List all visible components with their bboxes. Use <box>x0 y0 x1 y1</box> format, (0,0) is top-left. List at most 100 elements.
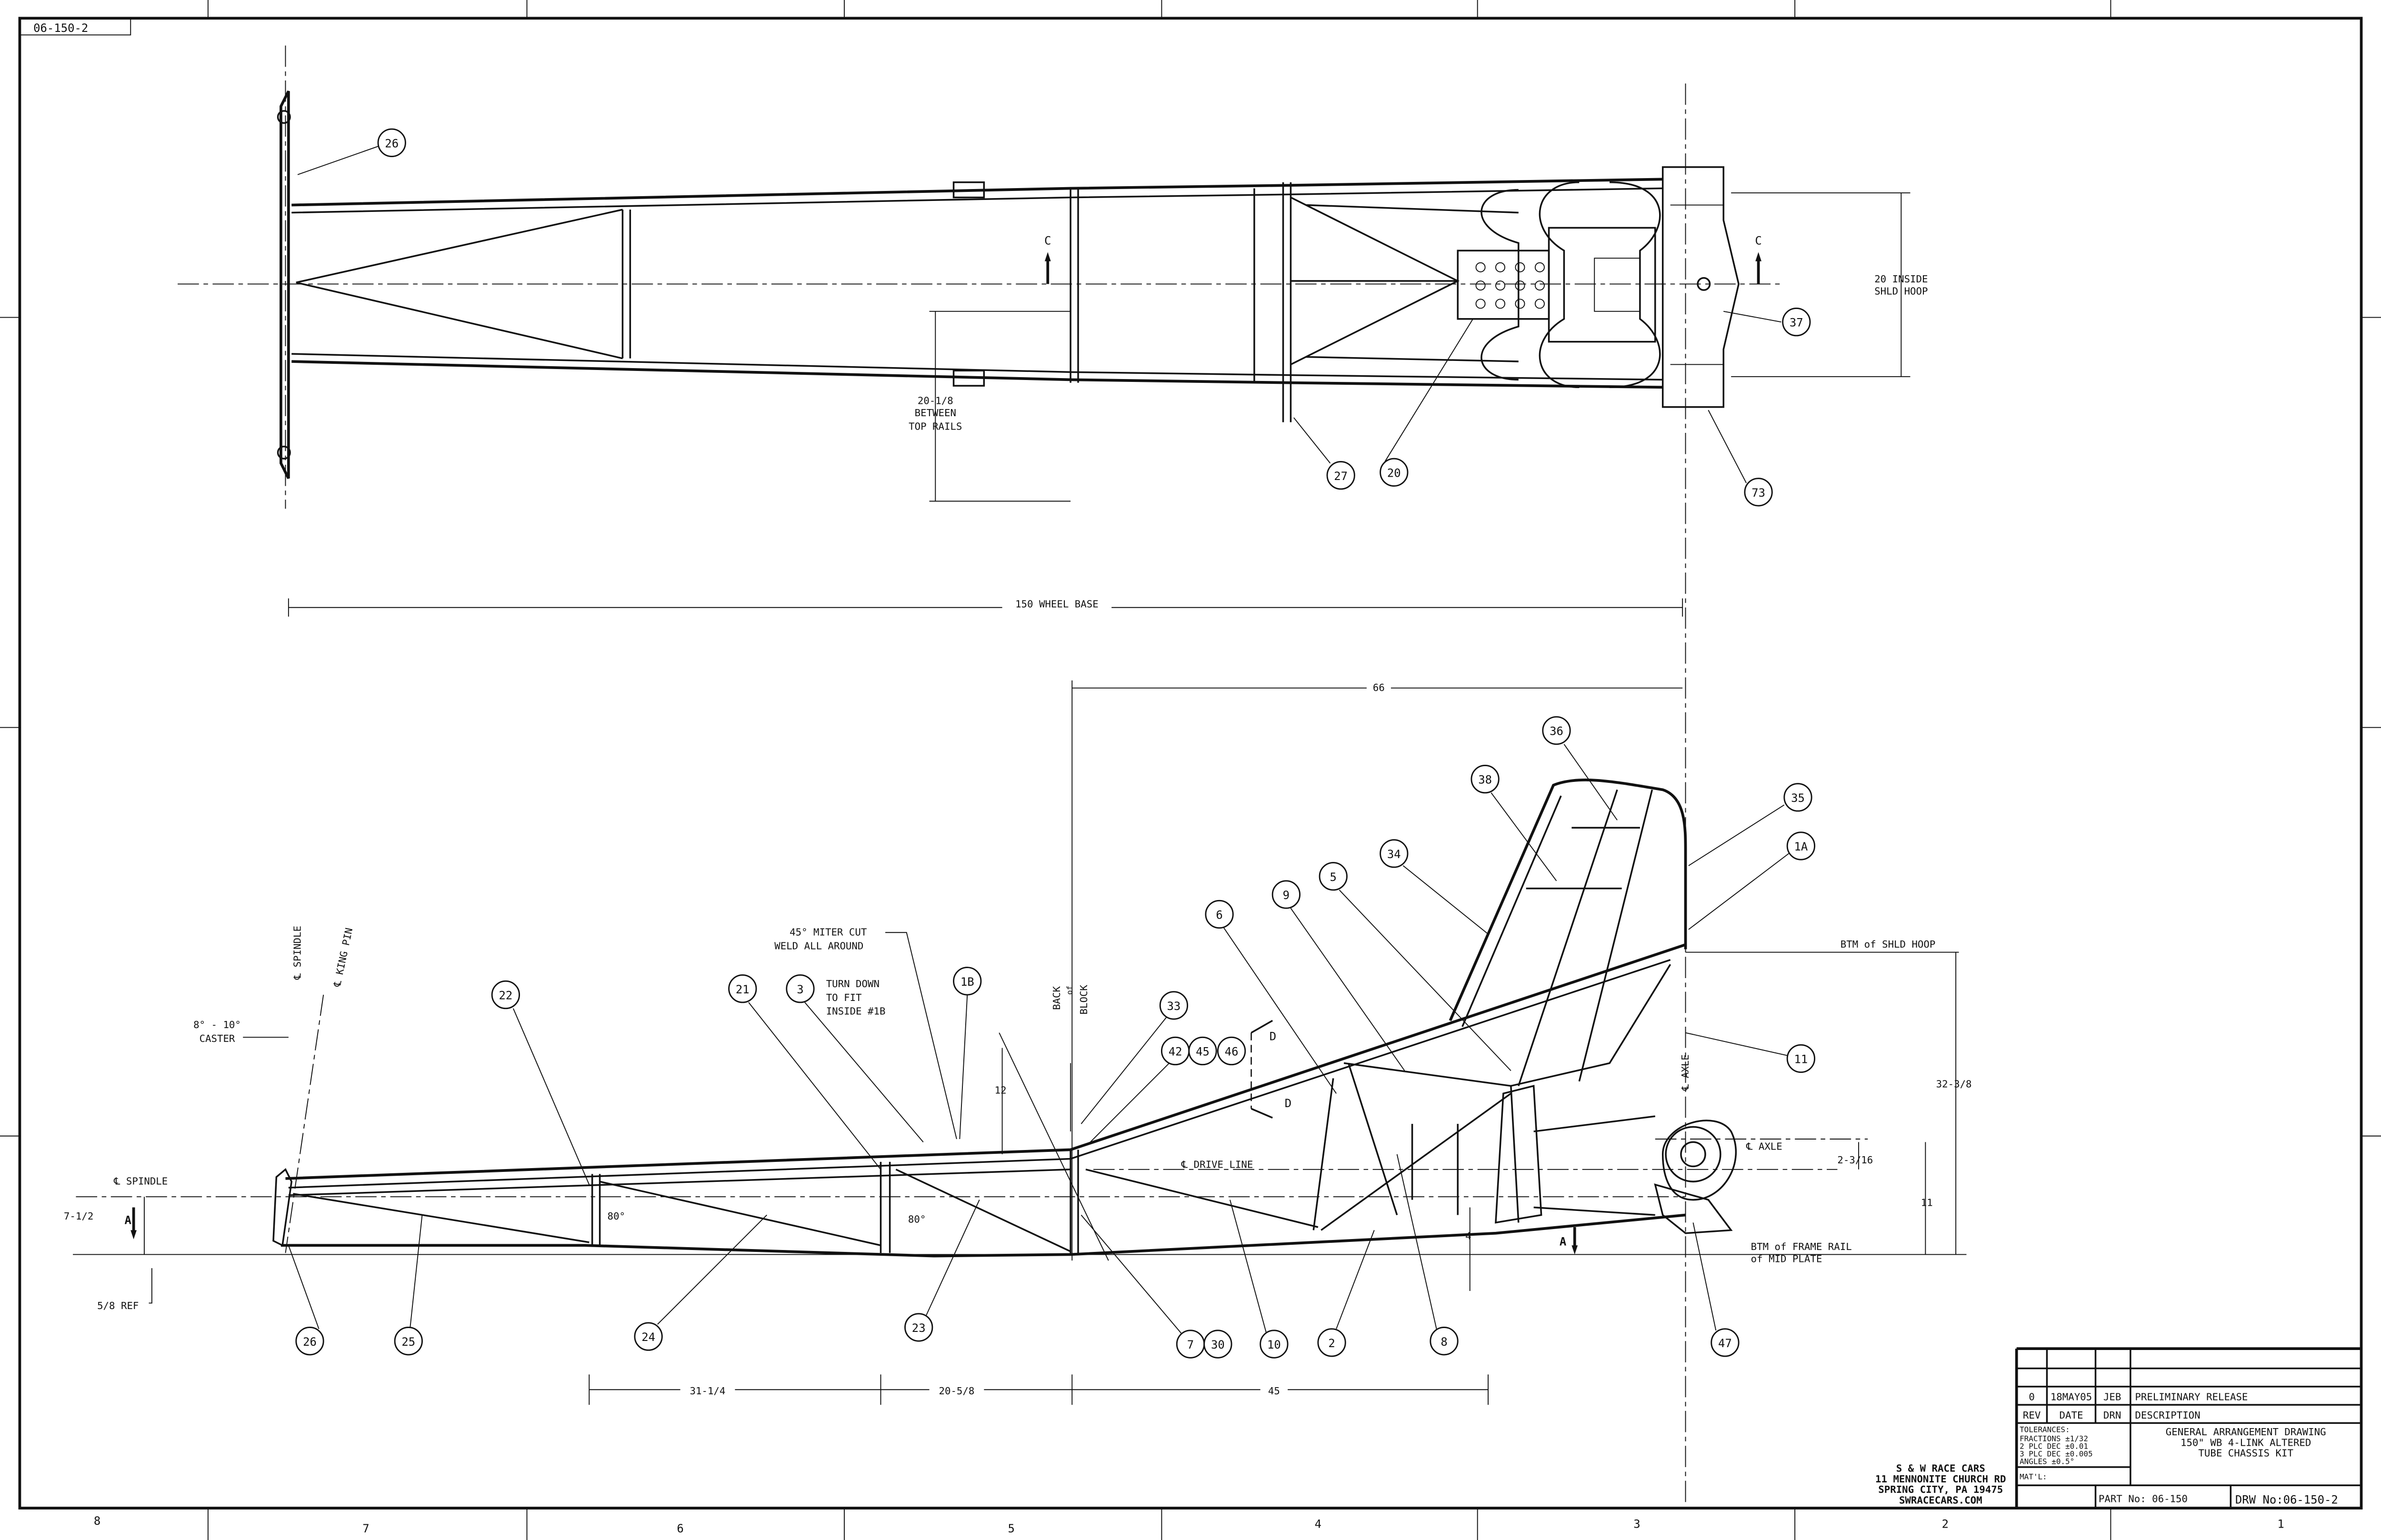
rev-header: REV <box>2023 1410 2041 1421</box>
tolerance-0: TOLERANCES: <box>2020 1425 2070 1434</box>
balloon-34: 34 <box>1380 839 1409 868</box>
dim-12: 12 <box>995 1084 1007 1096</box>
label-cl-axle-vertical: ℄ AXLE <box>1680 1054 1691 1091</box>
corner-drawing-label: 06-150-2 <box>33 21 88 35</box>
balloon-26-top: 26 <box>377 128 406 157</box>
svg-text:27: 27 <box>1334 470 1348 483</box>
company-name: S & W RACE CARS <box>1896 1462 1985 1474</box>
svg-text:8: 8 <box>1441 1335 1447 1349</box>
dim-top-rails-1: 20-1/8 <box>918 395 953 406</box>
balloon-8: 8 <box>1430 1327 1459 1356</box>
label-btm-frame-rail-2: of MID PLATE <box>1751 1253 1822 1264</box>
miter-note-1: 45° MITER CUT <box>790 927 867 938</box>
balloon-21: 21 <box>728 974 757 1003</box>
balloon-47: 47 <box>1711 1328 1740 1357</box>
balloon-6: 6 <box>1205 900 1234 929</box>
balloon-37: 37 <box>1782 308 1811 337</box>
section-d-top: D <box>1270 1030 1276 1043</box>
balloon-27: 27 <box>1326 461 1355 490</box>
balloon-5: 5 <box>1319 862 1348 891</box>
title-block: 0 18MAY05 JEB PRELIMINARY RELEASE REV DA… <box>2015 1347 2361 1509</box>
svg-text:33: 33 <box>1167 1000 1181 1013</box>
balloon-10: 10 <box>1260 1330 1289 1359</box>
svg-text:24: 24 <box>641 1330 655 1344</box>
svg-text:26: 26 <box>385 137 399 150</box>
date-header: DATE <box>2060 1410 2083 1421</box>
top-view-balloons: 26 37 73 27 20 <box>377 128 1811 507</box>
dim-31-1-4: 31-1/4 <box>690 1385 726 1397</box>
angle-80-right: 80° <box>908 1213 926 1225</box>
rev-value: 0 <box>2029 1391 2034 1403</box>
svg-text:10: 10 <box>1267 1338 1281 1351</box>
svg-text:38: 38 <box>1478 773 1492 787</box>
dim-4: 4 <box>1465 1230 1471 1242</box>
svg-text:34: 34 <box>1387 848 1401 861</box>
svg-text:22: 22 <box>499 989 512 1002</box>
svg-text:7: 7 <box>1187 1338 1194 1351</box>
svg-text:46: 46 <box>1225 1045 1239 1059</box>
balloon-23: 23 <box>904 1313 933 1342</box>
section-d-bottom: D <box>1285 1097 1291 1110</box>
dim-20-5-8: 20-5/8 <box>939 1385 975 1397</box>
zone-6: 6 <box>677 1522 683 1535</box>
back-of-block-2: of <box>1065 986 1074 995</box>
zone-4: 4 <box>1315 1517 1321 1530</box>
dim-wheel-base: 150 WHEEL BASE <box>1015 599 1099 610</box>
label-btm-frame-rail-1: BTM of FRAME RAIL <box>1751 1241 1852 1252</box>
company-info: S & W RACE CARS 11 MENNONITE CHURCH RD S… <box>1875 1462 2006 1506</box>
balloon-36: 36 <box>1542 716 1571 745</box>
angle-80-left: 80° <box>608 1210 625 1222</box>
label-cl-drive-line: ℄ DRIVE LINE <box>1181 1159 1253 1170</box>
zone-numbers: 8 7 6 5 4 3 2 1 <box>94 1514 2284 1535</box>
label-cl-axle: ℄ AXLE <box>1746 1140 1782 1152</box>
balloon-26-side: 26 <box>295 1327 324 1356</box>
caster-2: CASTER <box>200 1033 235 1044</box>
balloon-1b: 1B <box>953 967 982 996</box>
label-btm-shld-hoop: BTM of SHLD HOOP <box>1841 939 1936 950</box>
balloon-24: 24 <box>634 1322 663 1351</box>
tolerance-4: ANGLES ±0.5° <box>2020 1457 2074 1466</box>
caster-1: 8° - 10° <box>193 1019 241 1030</box>
balloon-7: 7 <box>1176 1330 1205 1359</box>
date-value: 18MAY05 <box>2051 1391 2092 1403</box>
label-cl-king-pin: ℄ KING PIN <box>331 927 355 988</box>
company-city: SPRING CITY, PA 19475 <box>1878 1484 2003 1495</box>
zone-2: 2 <box>1942 1517 1949 1530</box>
dim-11: 11 <box>1921 1197 1933 1208</box>
balloon-38: 38 <box>1471 764 1500 794</box>
side-view-balloons: 22 21 3 1B 33 42 45 46 6 9 5 34 38 36 35… <box>295 716 1816 1359</box>
miter-note-2: WELD ALL AROUND <box>774 940 863 951</box>
svg-text:2: 2 <box>1328 1337 1335 1350</box>
company-web: SWRACECARS.COM <box>1899 1494 1982 1506</box>
balloon-42: 42 <box>1160 1036 1190 1066</box>
svg-text:20: 20 <box>1387 466 1401 480</box>
dim-inside-hoop-2: SHLD HOOP <box>1874 286 1928 297</box>
svg-text:42: 42 <box>1169 1045 1182 1059</box>
zone-1: 1 <box>2277 1517 2284 1530</box>
title-line-1: GENERAL ARRANGEMENT DRAWING <box>2166 1426 2326 1438</box>
drn-header: DRN <box>2103 1410 2121 1421</box>
dim-inside-hoop-1: 20 INSIDE <box>1874 273 1928 285</box>
zone-5: 5 <box>1008 1522 1015 1535</box>
title-line-2: 150" WB 4-LINK ALTERED <box>2181 1437 2311 1448</box>
balloon-11: 11 <box>1786 1044 1816 1073</box>
svg-text:36: 36 <box>1550 725 1563 738</box>
turn-down-note-1: TURN DOWN <box>826 978 880 990</box>
turn-down-note-3: INSIDE #1B <box>826 1005 886 1017</box>
balloon-3: 3 <box>786 974 815 1003</box>
description-header: DESCRIPTION <box>2135 1410 2200 1421</box>
dim-2-3-16: 2-3/16 <box>1837 1154 1873 1166</box>
svg-text:73: 73 <box>1751 486 1765 500</box>
drn-value: JEB <box>2103 1391 2121 1403</box>
balloon-22: 22 <box>491 980 520 1010</box>
svg-text:6: 6 <box>1216 909 1222 922</box>
balloon-9: 9 <box>1271 880 1301 909</box>
dim-32-3-8: 32-3/8 <box>1936 1079 1972 1090</box>
drawing-number: DRW No:06-150-2 <box>2235 1493 2338 1506</box>
svg-text:35: 35 <box>1791 791 1805 805</box>
tolerance-3: 3 PLC DEC ±0.005 <box>2020 1450 2093 1459</box>
back-of-block-3: BLOCK <box>1078 985 1090 1015</box>
svg-text:5: 5 <box>1330 870 1337 884</box>
section-a-left: A <box>124 1214 131 1227</box>
